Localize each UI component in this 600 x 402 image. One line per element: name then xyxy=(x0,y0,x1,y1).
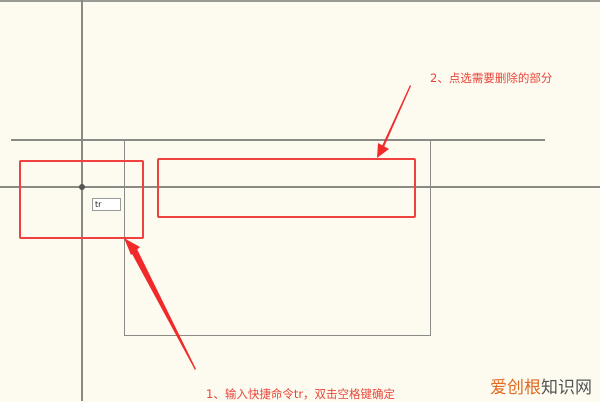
crosshair-vertical-line xyxy=(81,0,83,401)
highlight-box-delete-segment xyxy=(157,158,416,218)
watermark-suffix: 知识网 xyxy=(541,378,592,398)
watermark: 爱创根知识网 xyxy=(490,373,592,398)
window-top-border xyxy=(0,0,600,2)
watermark-brand: 爱创根 xyxy=(490,378,541,398)
arrow-icon-step-1 xyxy=(124,238,196,370)
highlight-box-command-area xyxy=(19,160,144,239)
arrow-icon-step-2 xyxy=(377,85,411,158)
crosshair-horizontal-line xyxy=(0,186,600,188)
annotation-step-1: 1、输入快捷命令tr，双击空格键确定 xyxy=(206,387,396,401)
crosshair-pick-box xyxy=(79,184,85,190)
annotation-step-2: 2、点选需要删除的部分 xyxy=(430,71,553,85)
command-input[interactable] xyxy=(92,198,121,211)
